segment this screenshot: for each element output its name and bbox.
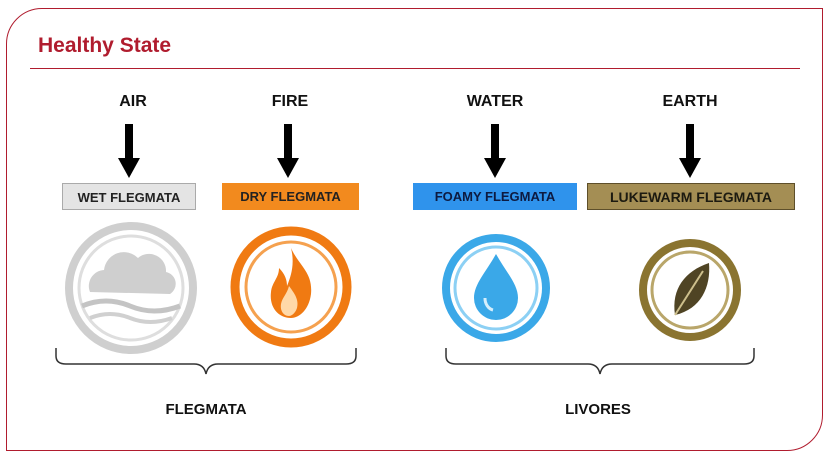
tag-dry-flegmata: DRY FLEGMATA [222, 183, 359, 210]
water-drop-icon [442, 234, 550, 342]
fire-flame-icon [230, 226, 352, 348]
label-water: WATER [466, 93, 524, 110]
label-air: AIR [119, 93, 147, 110]
group-label-flegmata: FLEGMATA [165, 401, 247, 418]
arrow-down-icon [484, 124, 506, 178]
diagram-frame [6, 8, 823, 451]
arrow-down-icon [118, 124, 140, 178]
label-fire: FIRE [271, 93, 309, 110]
arrow-down-icon [679, 124, 701, 178]
tag-foamy-flegmata: FOAMY FLEGMATA [413, 183, 577, 210]
group-brace-livores [445, 348, 755, 375]
arrow-down-icon [277, 124, 299, 178]
label-earth: EARTH [662, 93, 718, 110]
air-cloud-icon [65, 222, 197, 354]
earth-leaf-icon [639, 239, 741, 341]
group-brace-flegmata [55, 348, 357, 375]
tag-lukewarm-flegmata: LUKEWARM FLEGMATA [587, 183, 795, 210]
title-divider [30, 68, 800, 69]
group-label-livores: LIVORES [565, 401, 631, 418]
tag-wet-flegmata: WET FLEGMATA [62, 183, 196, 210]
page-title: Healthy State [38, 34, 172, 57]
